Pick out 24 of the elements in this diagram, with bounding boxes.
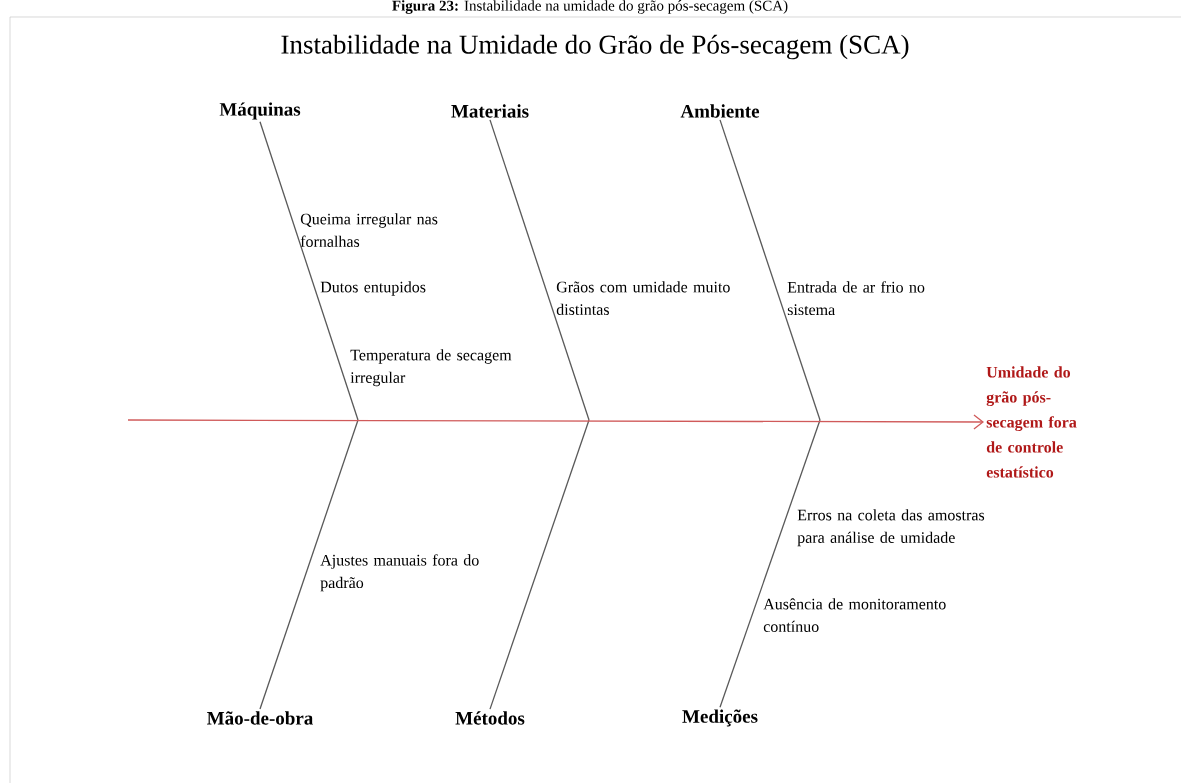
effect-label: Umidade do grão pós-secagem fora de controle estatístico xyxy=(986,366,1077,478)
category-label: Máquinas xyxy=(219,102,301,120)
bone-line xyxy=(259,419,359,710)
cause-text: Dutos entupidos xyxy=(320,281,426,296)
category-label: Medições xyxy=(682,709,758,727)
cause-text: Grãos com umidade muito distintas xyxy=(556,281,730,315)
bone-line xyxy=(719,119,821,421)
category-label: Materiais xyxy=(451,104,529,118)
bone-line xyxy=(489,419,590,710)
category-label: Mão-de-obra xyxy=(207,711,313,725)
cause-text: Erros na coleta das amostras para análise de umidade xyxy=(797,509,985,547)
bone-line xyxy=(719,419,821,708)
figure-caption: Figura 23: Instabilidade na umidade do grão pós-secagem (SCA) xyxy=(392,0,788,14)
bone-line xyxy=(259,121,359,421)
title: Instabilidade na Umidade do Grão de Pós-secagem (SCA) xyxy=(281,34,909,60)
cause-text: Ausência de monitoramento contínuo xyxy=(763,598,946,632)
bone-line xyxy=(489,119,590,421)
cause-text: Entrada de ar frio no sistema xyxy=(787,281,925,316)
cause-text: Queima irregular nas fornalhas xyxy=(300,213,438,247)
category-label: Métodos xyxy=(455,711,525,725)
spine-arrow xyxy=(127,414,984,430)
cause-text: Ajustes manuais fora do padrão xyxy=(320,554,479,592)
category-label: Ambiente xyxy=(680,104,760,118)
cause-text: Temperatura de secagem irregular xyxy=(350,349,512,387)
